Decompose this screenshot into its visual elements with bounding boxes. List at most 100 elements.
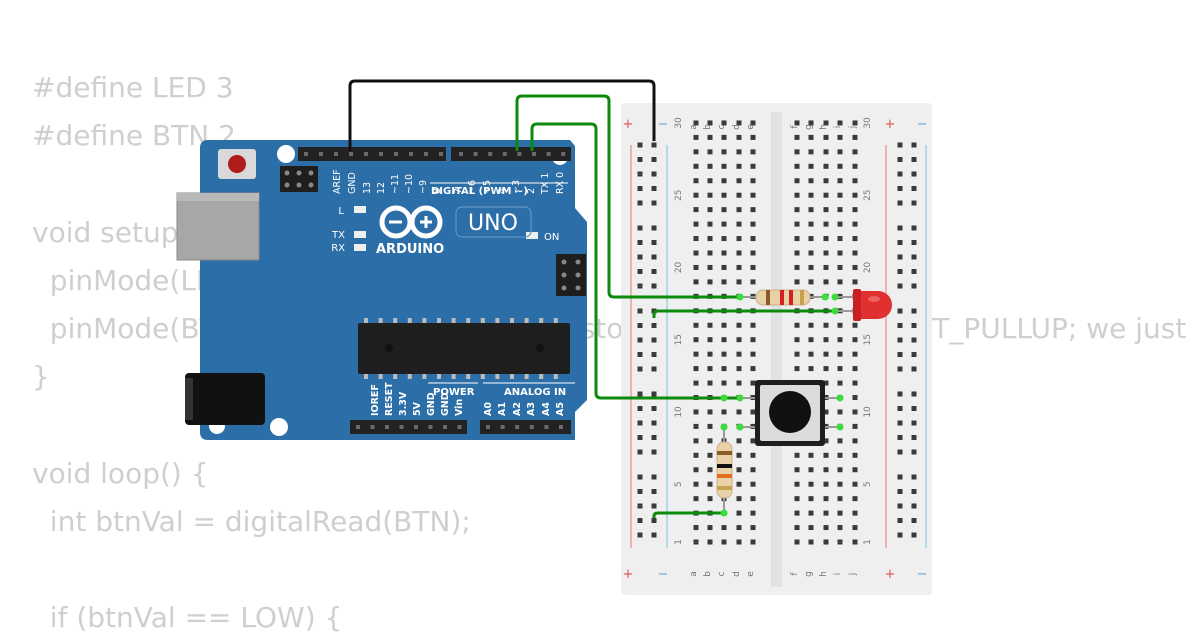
- column-label: e: [746, 124, 756, 130]
- rail-plus-label: +: [623, 117, 634, 132]
- code-line: void loop() {: [32, 456, 209, 490]
- reset-button[interactable]: [228, 155, 246, 173]
- pushbutton[interactable]: [740, 380, 840, 446]
- wire-green-pulldown-gnd: [652, 511, 724, 518]
- digital-pin-label: TX 1: [540, 173, 551, 195]
- column-label: f: [790, 572, 800, 576]
- arduino-brand-label: ARDUINO: [376, 242, 444, 257]
- uno-model-label: UNO: [468, 211, 518, 236]
- rail-plus-label: +: [885, 117, 896, 132]
- power-header: [350, 420, 467, 434]
- rail-minus-label: −: [658, 117, 669, 132]
- chip-dot: [536, 344, 544, 352]
- resistor-pulldown: [716, 427, 733, 513]
- digital-header-label: DIGITAL (PWM ~): [431, 186, 528, 197]
- digital-pin-label: ~10: [404, 174, 415, 194]
- icsp-header-right: [556, 254, 586, 296]
- power-pin-label: RESET: [384, 382, 395, 416]
- digital-pin-label: 7: [453, 188, 464, 194]
- analog-header: [480, 420, 571, 434]
- resistor-led: [740, 289, 825, 306]
- digital-header-right: [451, 147, 571, 161]
- column-label: d: [732, 571, 742, 577]
- arduino-logo-icon: [379, 205, 443, 239]
- digital-header-left: [298, 147, 446, 161]
- digital-pin-label: 8: [432, 188, 443, 194]
- column-label: c: [717, 571, 727, 576]
- rail-plus-label: +: [885, 567, 896, 582]
- row-label: 25: [863, 189, 873, 200]
- wire-green-pin3-led: [515, 94, 740, 299]
- column-label: b: [703, 571, 713, 577]
- analog-header-label: ANALOG IN: [504, 387, 566, 398]
- rail-minus-label: −: [917, 117, 928, 132]
- row-label: 15: [863, 334, 873, 345]
- led-on-label: ON: [544, 232, 559, 243]
- led-l: [354, 206, 366, 213]
- usb-connector-top: [177, 193, 259, 201]
- power-header-label: POWER: [433, 387, 475, 398]
- power-jack-edge: [185, 378, 193, 420]
- row-label: 15: [674, 334, 684, 345]
- digital-pin-label: ~6: [467, 180, 478, 194]
- column-label: e: [746, 571, 756, 577]
- column-label: i: [833, 126, 843, 129]
- icsp-header-top: [280, 166, 318, 192]
- column-label: f: [790, 125, 800, 129]
- uno-label-frame: [455, 206, 532, 238]
- code-line: }: [32, 360, 50, 394]
- row-label: 30: [863, 117, 873, 129]
- connection-dots: [720, 293, 844, 517]
- code-line: if (btnVal == LOW) {: [32, 601, 343, 635]
- chip-notch: [385, 344, 393, 352]
- digital-pin-label: 4: [497, 188, 508, 194]
- row-label: 1: [863, 539, 873, 545]
- code-line: int btnVal = digitalRead(BTN);: [32, 504, 471, 538]
- rail-plus-label: +: [623, 567, 634, 582]
- led-on: [526, 232, 538, 239]
- row-label: 5: [674, 481, 684, 487]
- analog-pin-label: A5: [555, 402, 566, 416]
- column-label: h: [819, 571, 829, 577]
- wire-black-gnd: [348, 79, 656, 151]
- row-label: 20: [674, 261, 684, 273]
- row-label: 10: [674, 406, 684, 418]
- rail-minus-label: −: [658, 567, 669, 582]
- analog-pin-label: A0: [483, 402, 494, 416]
- led-tx-label: TX: [331, 230, 345, 241]
- row-label: 30: [674, 117, 684, 129]
- column-label: i: [833, 573, 843, 576]
- column-label: h: [819, 124, 829, 130]
- header-pins: [304, 152, 566, 429]
- column-label: g: [804, 124, 814, 130]
- digital-pin-label: 12: [376, 182, 387, 194]
- analog-pin-label: A1: [497, 402, 508, 416]
- wire-green-pin2-button: [530, 122, 740, 400]
- chip-legs: [364, 318, 558, 379]
- digital-pin-label: ~9: [418, 180, 429, 194]
- digital-pin-label: ~11: [390, 174, 401, 194]
- analog-pin-label: A4: [541, 402, 552, 416]
- digital-pin-label: GND: [347, 172, 358, 194]
- row-label: 20: [863, 261, 873, 273]
- row-label: 25: [674, 189, 684, 200]
- analog-pin-label: A2: [512, 402, 523, 416]
- column-label: a: [689, 124, 699, 130]
- mounting-hole: [270, 418, 288, 436]
- wire-green-led-gnd: [652, 309, 835, 318]
- power-pin-label: IOREF: [370, 384, 381, 416]
- column-label: c: [717, 124, 727, 129]
- mounting-hole: [277, 145, 295, 163]
- column-label: a: [689, 571, 699, 577]
- wires: [348, 79, 835, 518]
- digital-pin-label: ~5: [482, 180, 493, 194]
- row-label: 10: [863, 406, 873, 418]
- column-label: g: [804, 571, 814, 577]
- led-rx-label: RX: [331, 243, 345, 254]
- power-pin-label: GND: [426, 392, 437, 416]
- led-tx: [354, 231, 366, 238]
